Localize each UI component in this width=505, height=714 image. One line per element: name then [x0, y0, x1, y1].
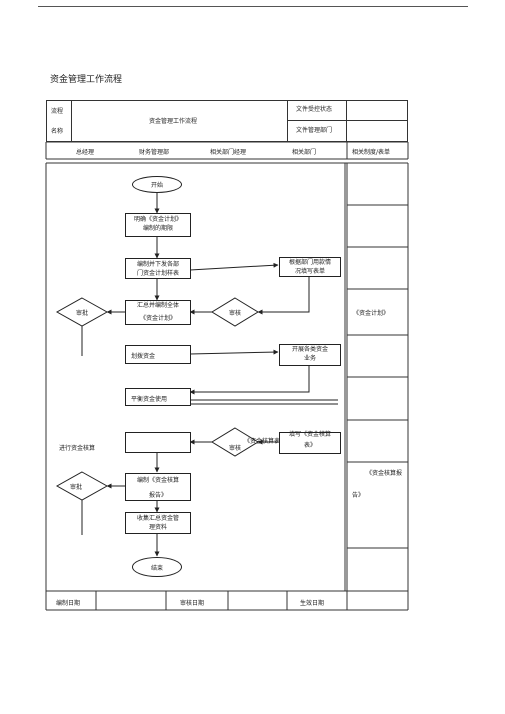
start-label: 开始 — [151, 182, 164, 189]
top-rule — [38, 6, 468, 7]
review-label-2: 审核 — [229, 445, 242, 452]
review-label-1: 审核 — [229, 310, 242, 317]
collect-line-2: 理资料 — [148, 524, 167, 531]
fill-form-text: 根据部门用款情 况填写表单 — [279, 258, 341, 276]
open-business-line-2: 业务 — [303, 355, 316, 362]
collect-text: 收集汇总资金管 理资料 — [125, 514, 191, 532]
collect-box — [125, 512, 191, 534]
open-business-box — [279, 344, 341, 366]
summary-plan-line-1: 汇总并编制全体 — [136, 302, 179, 309]
accounting-label: 进行资金核算 — [59, 445, 96, 452]
approve-label-1: 审批 — [76, 310, 89, 317]
summary-plan-text: 汇总并编制全体 《资金计划》 — [125, 301, 191, 323]
compile-template-line-2: 门资金计划样表 — [136, 270, 179, 277]
form-report-line-1: 《资金核算报 — [366, 470, 403, 477]
fill-report-box — [279, 432, 341, 454]
fill-form-line-1: 根据部门用款情 — [288, 259, 331, 266]
review-diamond-1 — [211, 297, 259, 327]
approve-diamond-1 — [55, 297, 109, 327]
document-title: 资金管理工作流程 — [50, 75, 123, 85]
summary-plan-box — [125, 300, 191, 325]
footer-compile-date: 编制日期 — [56, 600, 81, 607]
start-terminator — [132, 176, 182, 193]
plan-deadline-box — [125, 213, 191, 237]
report-line-2: 报告》 — [148, 492, 167, 499]
collect-line-1: 收集汇总资金管 — [136, 515, 179, 522]
compile-template-text: 编制并下发各部 门资金计划样表 — [125, 260, 191, 278]
open-business-text: 开展各类资金 业务 — [279, 345, 341, 363]
compile-template-box — [125, 258, 191, 279]
overlap-form-label: 《资金核算表》 — [244, 438, 287, 445]
report-box — [125, 473, 191, 501]
footer-review-date: 审核日期 — [180, 600, 205, 607]
name-label: 名称 — [51, 128, 64, 135]
compile-template-line-1: 编制并下发各部 — [136, 261, 179, 268]
column-header-finance: 财务管理部 — [139, 149, 170, 156]
report-line-1: 编制《资金核算 — [136, 477, 179, 484]
form-plan: 《资金计划》 — [353, 310, 390, 317]
allocate-box — [125, 345, 191, 364]
column-header-forms: 相关制度/表单 — [352, 149, 391, 156]
balance-box — [125, 388, 191, 406]
column-header-dept: 相关部门 — [292, 149, 317, 156]
report-text: 编制《资金核算 报告》 — [125, 476, 191, 500]
process-name: 资金管理工作流程 — [149, 118, 198, 125]
plan-deadline-line-1: 明确《资金计划》 — [133, 216, 182, 223]
fill-report-line-2: 表》 — [303, 442, 316, 449]
plan-deadline-line-2: 编制的期限 — [142, 225, 173, 232]
fill-form-line-2: 况填写表单 — [294, 268, 325, 275]
fill-report-line-1: 填写《资金核算 — [288, 431, 331, 438]
column-header-dept-mgr: 相关部门经理 — [210, 149, 247, 156]
footer-effective-date: 生效日期 — [300, 600, 325, 607]
process-label: 流程 — [51, 108, 64, 115]
summary-plan-line-2: 《资金计划》 — [139, 315, 176, 322]
allocate-label: 划拨资金 — [131, 353, 156, 360]
form-report-line-2: 告》 — [352, 492, 365, 499]
fill-report-text: 填写《资金核算 表》 — [279, 430, 341, 450]
accounting-box — [125, 432, 191, 453]
approve-label-2: 审批 — [70, 484, 83, 491]
file-status-label: 文件受控状态 — [296, 106, 333, 113]
approve-diamond-2 — [55, 471, 109, 501]
fill-form-box — [279, 257, 341, 277]
end-terminator — [132, 557, 182, 577]
open-business-line-1: 开展各类资金 — [291, 346, 328, 353]
end-label: 结束 — [151, 565, 164, 572]
balance-label: 平衡资金使用 — [131, 396, 168, 403]
column-header-gm: 总经理 — [76, 149, 95, 156]
plan-deadline-text: 明确《资金计划》 编制的期限 — [125, 215, 191, 233]
review-diamond-2 — [211, 427, 259, 457]
file-dept-label: 文件管理部门 — [296, 127, 333, 134]
